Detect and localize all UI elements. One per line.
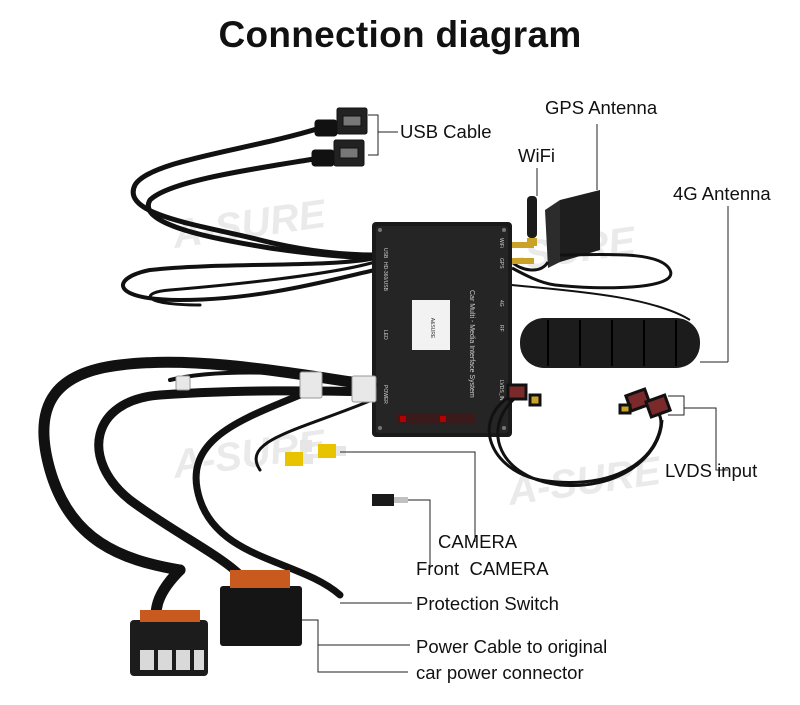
label-usb-cable: USB Cable bbox=[400, 121, 492, 142]
diagram-title: Connection diagram bbox=[218, 14, 582, 55]
4g-antenna bbox=[511, 284, 700, 368]
port-4g: 4G bbox=[498, 300, 504, 307]
harness-clips bbox=[175, 371, 377, 403]
power-harness bbox=[38, 356, 378, 636]
port-power: POWER bbox=[382, 385, 388, 404]
label-lvds-input: LVDS input bbox=[665, 460, 758, 481]
gps-antenna bbox=[510, 190, 673, 290]
power-connectors bbox=[130, 570, 302, 676]
pointer-lines bbox=[302, 114, 729, 673]
camera-rca-connectors bbox=[285, 440, 346, 466]
port-lvds: LVDS_IN bbox=[498, 380, 504, 401]
label-power-cable-line2: car power connector bbox=[416, 662, 584, 683]
label-front-camera: Front CAMERA bbox=[416, 558, 549, 579]
label-gps-antenna: GPS Antenna bbox=[545, 97, 658, 118]
device-sticker-text: A&SURE bbox=[429, 318, 435, 339]
device-ports: USB HD-360/USB LED POWER WiFi GPS 4G RF … bbox=[382, 238, 504, 404]
wifi-antenna bbox=[512, 196, 537, 248]
label-wifi: WiFi bbox=[518, 145, 555, 166]
label-4g-antenna: 4G Antenna bbox=[673, 183, 771, 204]
device-sticker bbox=[412, 300, 450, 350]
port-led: LED bbox=[382, 330, 388, 340]
usb-cable bbox=[121, 107, 378, 307]
port-hd360: HD-360/USB bbox=[382, 262, 388, 292]
label-camera: CAMERA bbox=[438, 531, 518, 552]
device-name: Car Multi - Media Interface System bbox=[468, 290, 475, 398]
lvds-cable bbox=[487, 383, 673, 488]
port-wifi: WiFi bbox=[498, 238, 504, 248]
label-power-cable-line1: Power Cable to original bbox=[416, 636, 608, 657]
port-rf: RF bbox=[498, 325, 504, 332]
audio-jack bbox=[372, 494, 408, 506]
port-gps: GPS bbox=[498, 258, 504, 269]
port-usb: USB bbox=[382, 248, 388, 259]
interface-box: A&SURE Car Multi - Media Interface Syste… bbox=[372, 222, 512, 437]
label-protection-switch: Protection Switch bbox=[416, 593, 559, 614]
